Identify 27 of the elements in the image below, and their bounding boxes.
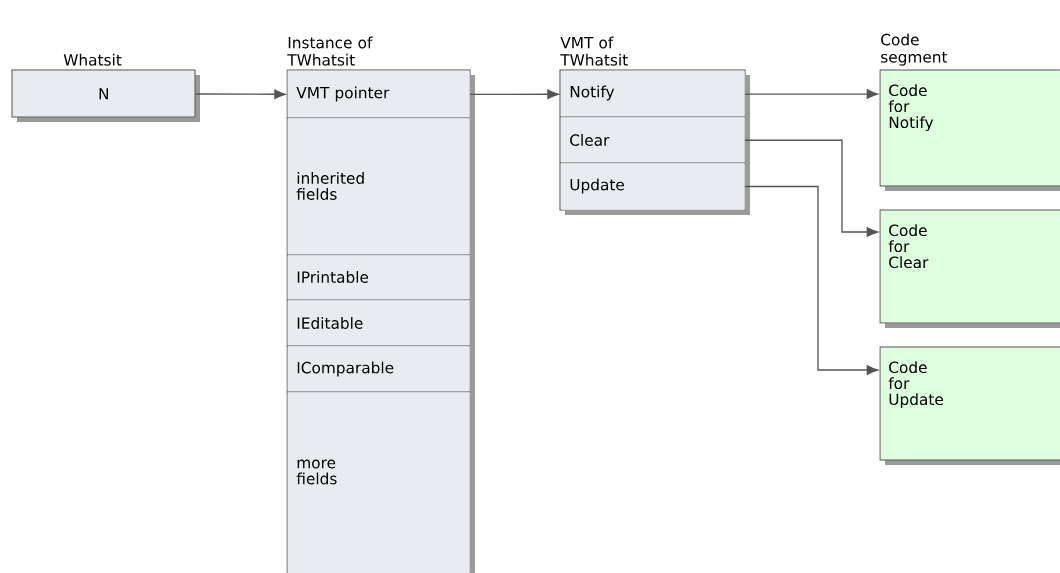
node-label: Whatsit bbox=[63, 53, 122, 66]
node-label: IPrintable bbox=[297, 271, 369, 283]
node-label: more fields bbox=[296, 459, 337, 485]
memory-cell: Update bbox=[560, 163, 750, 215]
arrow bbox=[744, 139, 879, 237]
code-box: Code for Update bbox=[879, 346, 1060, 465]
code-box: Code for Notify bbox=[879, 69, 1060, 191]
arrow bbox=[744, 89, 879, 99]
arrow bbox=[469, 89, 559, 100]
memory-cell: more fields bbox=[287, 392, 475, 573]
node-label: IComparable bbox=[297, 361, 394, 377]
memory-cell: IComparable bbox=[286, 346, 475, 393]
node-label: inherited fields bbox=[296, 172, 364, 200]
memory-cell: Notify bbox=[559, 70, 750, 118]
code-box: Code for Clear bbox=[879, 209, 1060, 328]
memory-cell: IEditable bbox=[286, 300, 475, 347]
memory-cell: VMT pointer bbox=[286, 70, 475, 119]
arrow bbox=[744, 185, 879, 375]
node-label: IEditable bbox=[297, 317, 363, 329]
memory-cell: IPrintable bbox=[286, 255, 475, 301]
memory-cell: inherited fields bbox=[286, 118, 475, 256]
node-label: VMT of TWhatsit bbox=[560, 36, 628, 66]
arrow bbox=[194, 89, 286, 100]
node-label: Clear bbox=[570, 134, 610, 146]
memory-cell: Clear bbox=[559, 117, 750, 164]
node-label: Instance of TWhatsit bbox=[287, 36, 373, 66]
pointer-box: Whatsit N bbox=[11, 53, 200, 122]
